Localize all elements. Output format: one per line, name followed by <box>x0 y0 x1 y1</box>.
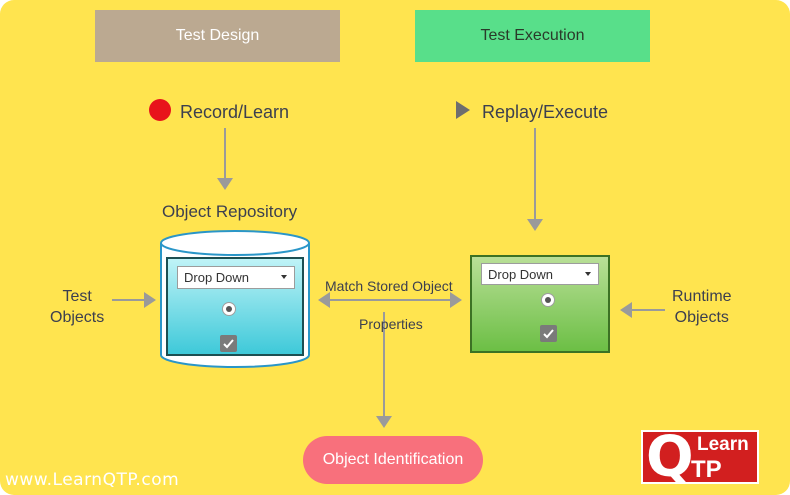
checkbox-checked-icon <box>220 335 237 352</box>
match-label-line2: Properties <box>359 316 423 332</box>
radio-selected-icon <box>541 293 555 307</box>
runtime-objects-line1: Runtime <box>672 288 732 305</box>
test-objects-line1: Test <box>62 288 92 305</box>
test-design-box: Test Design <box>95 10 340 62</box>
test-objects-label: Test Objects <box>50 286 104 328</box>
learnqtp-logo: Q Learn TP <box>641 430 759 484</box>
record-dot-icon <box>149 99 171 121</box>
object-repository-title: Object Repository <box>162 202 298 221</box>
runtime-objects-line2: Objects <box>674 309 729 326</box>
repository-panel: Drop Down <box>166 257 304 356</box>
application-dropdown-value: Drop Down <box>488 266 554 282</box>
test-objects-line2: Objects <box>50 309 105 326</box>
repository-dropdown-value: Drop Down <box>184 270 250 285</box>
runtime-objects-label: Runtime Objects <box>672 286 732 328</box>
test-execution-label: Test Execution <box>480 27 585 44</box>
radio-selected-icon <box>222 302 236 316</box>
test-design-label: Test Design <box>175 27 260 44</box>
object-identification-label: Object Identification <box>322 451 464 468</box>
play-triangle-icon <box>456 101 470 119</box>
repository-dropdown: Drop Down <box>177 266 295 289</box>
logo-line1: Learn <box>697 434 749 455</box>
checkbox-checked-icon <box>540 325 557 342</box>
logo-line2: TP <box>691 456 722 483</box>
caret-down-icon <box>281 275 287 279</box>
match-label-line1: Match Stored Object <box>325 278 453 294</box>
logo-letter: Q <box>646 430 694 484</box>
object-identification-pill: Object Identification <box>303 436 483 484</box>
application-dropdown: Drop Down <box>481 263 599 285</box>
caret-down-icon <box>585 272 591 276</box>
application-panel: Drop Down <box>470 255 610 353</box>
replay-execute-label: Replay/Execute <box>482 102 609 122</box>
test-execution-box: Test Execution <box>415 10 650 62</box>
record-learn-label: Record/Learn <box>180 102 290 122</box>
footer-url: www.LearnQTP.com <box>5 470 180 490</box>
